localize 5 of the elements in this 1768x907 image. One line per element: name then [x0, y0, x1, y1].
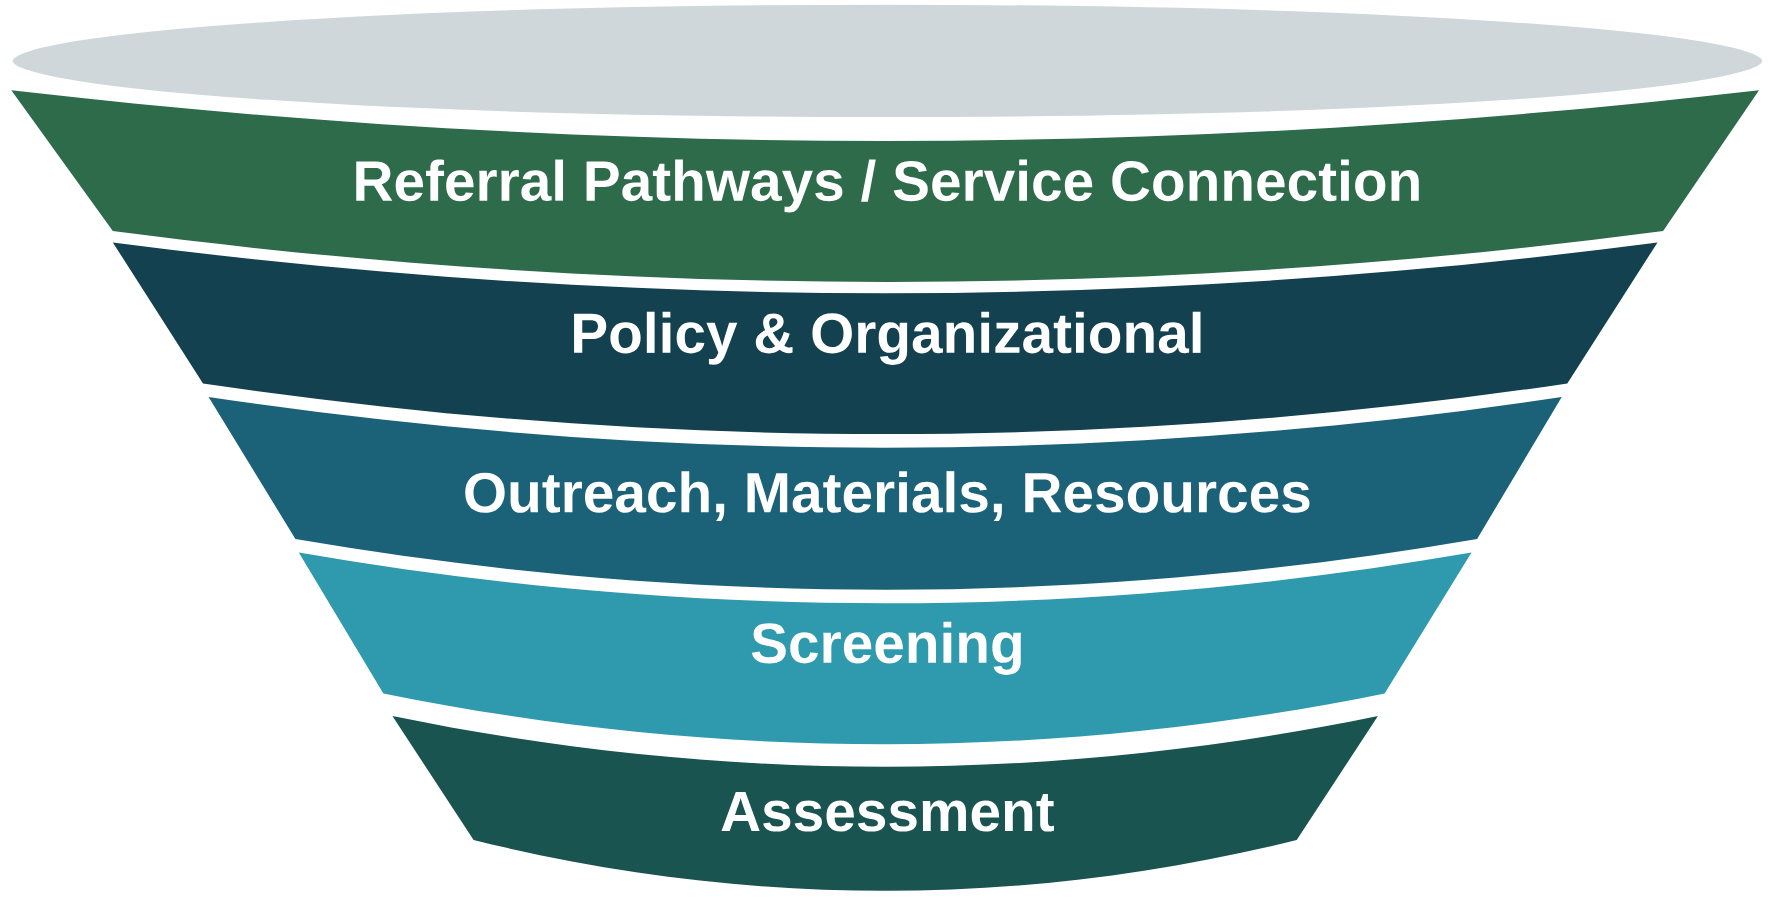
funnel-band: Referral Pathways / Service Connection	[11, 90, 1759, 282]
funnel-band: Policy & Organizational	[112, 242, 1658, 435]
funnel-band: Screening	[298, 552, 1472, 745]
funnel-band: Outreach, Materials, Resources	[208, 396, 1562, 590]
funnel-band: Assessment	[392, 716, 1378, 891]
